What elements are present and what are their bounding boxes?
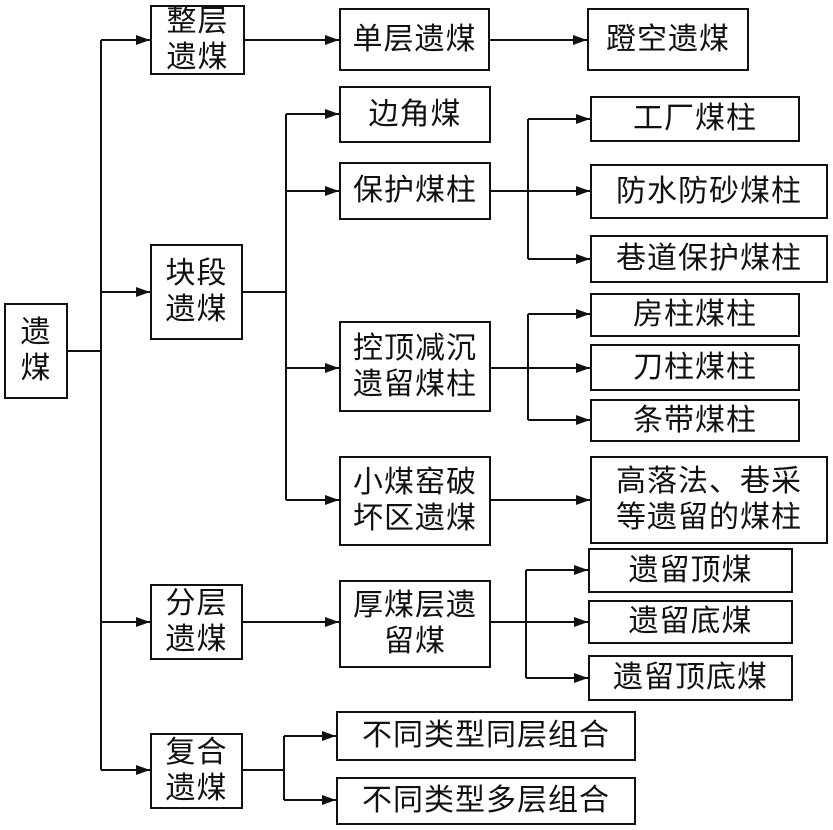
factory-pillar-node: 工厂煤柱 [590, 96, 800, 142]
strip-pillar-node: 条带煤柱 [590, 399, 800, 442]
small-mine-node: 小煤窑破 坏区遗煤 [339, 456, 491, 546]
block-section-node: 块段 遗煤 [150, 244, 243, 340]
layered-node: 分层 遗煤 [150, 584, 243, 660]
thick-seam-node: 厚煤层遗 留煤 [339, 580, 491, 668]
top-bottom-coal-node: 遗留顶底煤 [588, 655, 793, 701]
top-coal-node: 遗留顶煤 [588, 548, 793, 593]
single-layer-node: 单层遗煤 [339, 8, 490, 71]
root-node: 遗 煤 [4, 303, 68, 399]
knife-pillar-node: 刀柱煤柱 [590, 344, 800, 391]
skip-mining-node: 蹬空遗煤 [587, 8, 749, 71]
whole-layer-node: 整层 遗煤 [150, 4, 245, 75]
bottom-coal-node: 遗留底煤 [588, 600, 793, 644]
roadway-pillar-node: 巷道保护煤柱 [590, 235, 828, 283]
different-same-layer-node: 不同类型同层组合 [336, 711, 636, 761]
composite-node: 复合 遗煤 [150, 733, 243, 809]
water-sand-pillar-node: 防水防砂煤柱 [590, 164, 828, 219]
high-drop-node: 高落法、巷采 等遗留的煤柱 [590, 456, 828, 544]
roof-control-pillar-node: 控顶减沉 遗留煤柱 [339, 321, 491, 412]
protection-pillar-node: 保护煤柱 [339, 162, 491, 220]
corner-coal-node: 边角煤 [339, 86, 491, 143]
room-pillar-node: 房柱煤柱 [590, 293, 800, 337]
different-multi-layer-node: 不同类型多层组合 [336, 777, 636, 825]
